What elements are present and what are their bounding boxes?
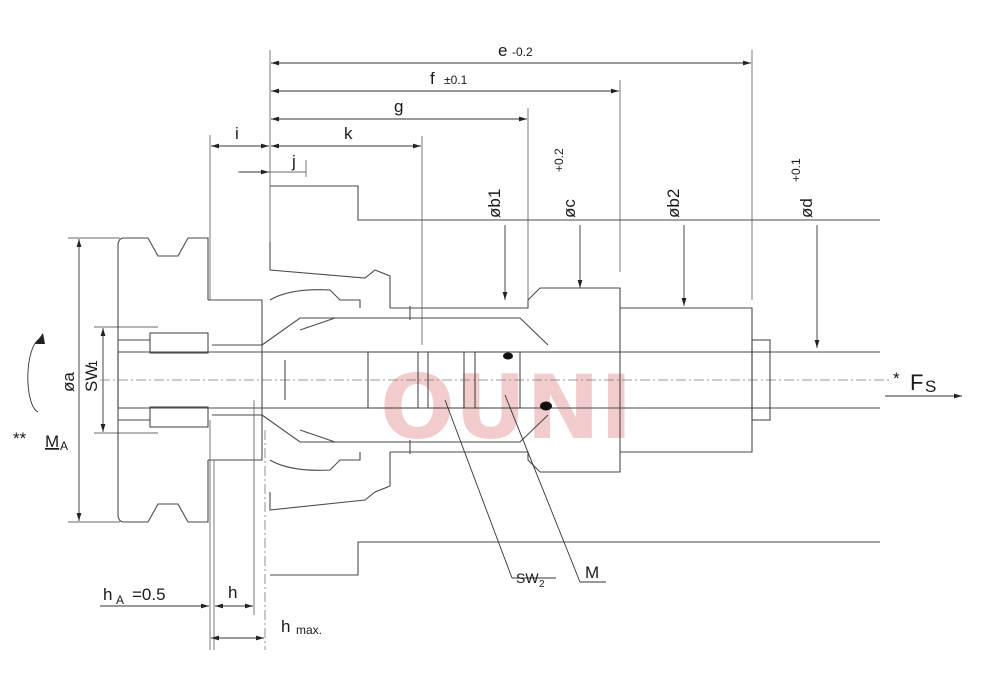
svg-text:S: S [925,377,936,396]
svg-text:M: M [585,563,599,582]
svg-text:1: 1 [86,360,100,367]
dimension-sw1: SW 1 [82,326,158,434]
svg-text:e: e [498,41,507,60]
leader-m: M [504,394,606,583]
inner-sleeve [367,351,552,411]
torque-ma: ** M A [13,333,68,453]
svg-text:=0.5: =0.5 [132,585,166,604]
svg-text:f: f [430,69,435,88]
dimension-e: e -0.2 [271,41,751,66]
o-ring-bottom [540,401,552,411]
svg-text:j: j [291,152,296,171]
dimension-c: øc +0.2 [552,148,583,288]
dimension-j: j [240,152,296,175]
svg-text:øb2: øb2 [664,189,683,218]
force-fs: * F S [885,369,962,399]
dimension-a: øa [59,237,120,523]
dimension-hmax: h max. [211,617,322,641]
dimension-g: g [271,97,527,122]
svg-text:k: k [344,124,353,143]
svg-text:2: 2 [539,579,545,590]
svg-text:h: h [228,583,237,602]
svg-text:*: * [893,369,900,388]
ferrule [261,306,549,454]
dimension-ha: h A =0.5 [100,585,209,609]
svg-text:+0.2: +0.2 [552,148,566,172]
body-outline [269,185,880,576]
svg-text:SW: SW [516,570,539,586]
dimension-d: ød +0.1 [789,158,820,348]
nut [117,237,263,523]
svg-text:SW: SW [82,365,101,392]
dimension-f: f ±0.1 [271,69,619,94]
dimension-b1: øb1 [485,189,508,300]
bottom-extension-lines [209,400,255,650]
svg-text:h: h [281,617,290,636]
svg-text:g: g [394,97,403,116]
svg-text:øb1: øb1 [485,189,504,218]
svg-text:øc: øc [560,199,579,218]
svg-text:øa: øa [59,372,78,392]
svg-text:M: M [45,432,59,451]
dimension-h: h [215,583,253,609]
svg-text:h: h [103,585,112,604]
svg-text:A: A [60,439,68,453]
svg-text:±0.1: ±0.1 [444,73,468,87]
dimension-b2: øb2 [664,189,687,306]
svg-text:ød: ød [797,198,816,218]
o-ring-top [503,352,513,360]
dimension-i: i [211,124,269,149]
leader-sw2: SW 2 [444,399,556,590]
svg-text:i: i [235,124,239,143]
svg-text:F: F [910,370,923,395]
svg-text:-0.2: -0.2 [512,45,533,59]
svg-text:A: A [116,593,124,607]
coupling-body [390,287,771,473]
dimension-k: k [271,124,421,149]
svg-text:+0.1: +0.1 [789,158,803,182]
svg-text:**: ** [13,429,27,448]
svg-text:max.: max. [296,623,322,637]
